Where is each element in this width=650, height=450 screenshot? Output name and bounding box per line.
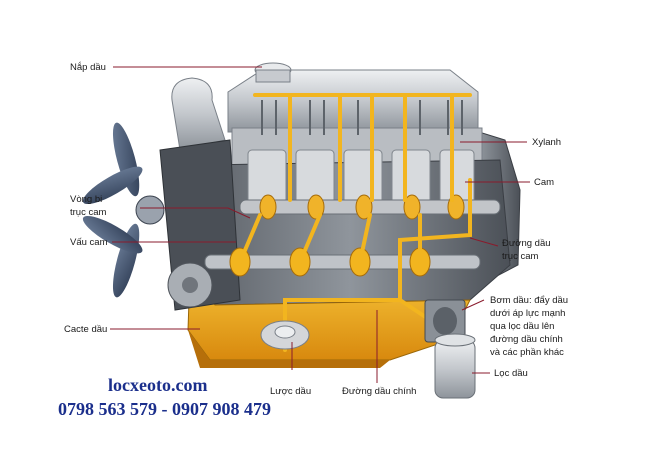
- fan-blade: [82, 166, 143, 205]
- label-cam: Cam: [534, 177, 554, 188]
- label-vong-bi-line2: trục cam: [70, 207, 107, 218]
- label-cacte-dau: Cacte dầu: [64, 324, 107, 335]
- label-bom-dau-line4: đường dầu chính: [490, 334, 563, 345]
- label-vong-bi-line1: Vòng bi: [70, 194, 102, 205]
- leader-lines: [110, 66, 530, 383]
- label-nap-dau: Nắp dầu: [70, 62, 106, 73]
- oil-filler-neck: [255, 69, 291, 83]
- watermark-phones: 0798 563 579 - 0907 908 479: [58, 399, 271, 419]
- label-duong-dau-chinh: Đường dầu chính: [342, 386, 416, 397]
- crank-pulley-hub: [182, 277, 198, 293]
- oil-pump: [424, 299, 466, 343]
- fan-hub: [135, 195, 165, 225]
- cam-lobes: [259, 194, 465, 220]
- oil-galleries: [238, 93, 472, 352]
- engine-illustration: [82, 62, 521, 399]
- oil-filter: [434, 333, 476, 399]
- label-loc-dau: Lọc dầu: [494, 368, 528, 379]
- watermark-site: locxeoto.com: [108, 375, 208, 395]
- cylinders: [247, 149, 475, 206]
- oil-strainer-center: [274, 325, 296, 339]
- label-bom-dau-line3: qua lọc dầu lên: [490, 321, 554, 332]
- label-duong-dau-truc-cam-line1: Đường dầu: [502, 238, 551, 249]
- callout-labels: Nắp dầu Xylanh Cam Vòng bi trục cam Vấu …: [64, 62, 568, 397]
- label-vau-cam: Vấu cam: [70, 237, 108, 248]
- oil-pan: [187, 268, 471, 361]
- label-bom-dau-line5: và các phần khác: [490, 347, 564, 358]
- oil-strainer: [260, 320, 310, 350]
- label-duong-dau-truc-cam-line2: trục cam: [502, 251, 539, 262]
- oil-filter-canister: [434, 339, 476, 399]
- air-intake: [171, 77, 226, 151]
- oil-filter-top: [434, 333, 476, 347]
- fan-blade: [82, 215, 143, 254]
- label-luoc-dau: Lược dầu: [270, 386, 311, 397]
- oil-pan-rim: [188, 330, 390, 368]
- label-bom-dau-line2: dưới áp lực mạnh: [490, 308, 565, 319]
- cooling-fan: [82, 122, 165, 298]
- label-xylanh: Xylanh: [532, 137, 561, 148]
- oil-pump-port: [433, 307, 457, 335]
- label-bom-dau-line1: Bơm dầu: đẩy dầu: [490, 295, 568, 306]
